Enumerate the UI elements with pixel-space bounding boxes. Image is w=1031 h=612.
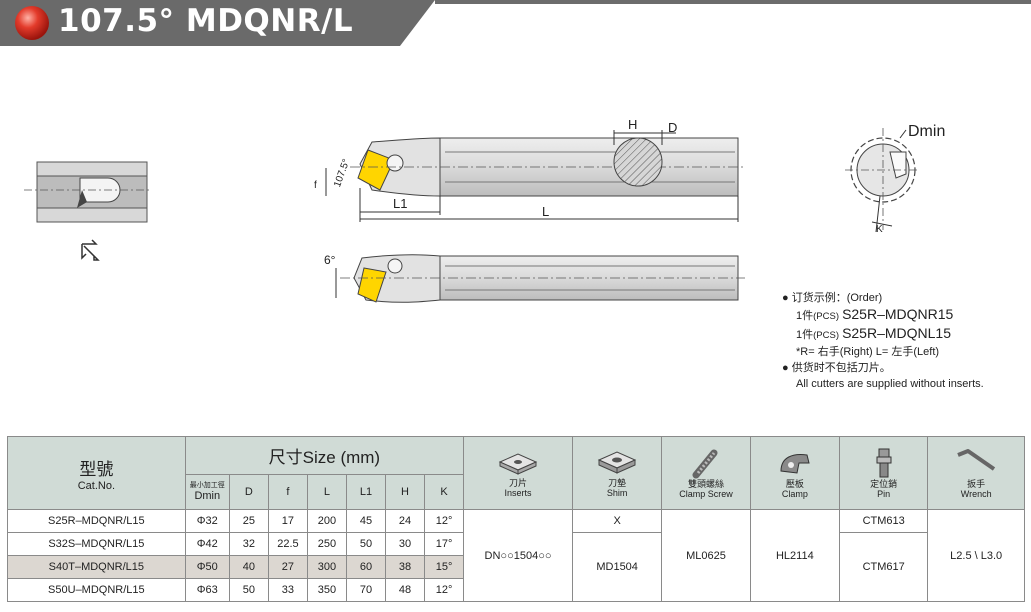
svg-text:6°: 6° [324, 253, 336, 267]
col-h: H [384, 474, 426, 510]
svg-text:L: L [542, 204, 549, 219]
clamp-value: HL2114 [749, 509, 841, 602]
shim-value-rest: MD1504 [571, 532, 663, 602]
wrench-value: L2.5 \ L3.0 [927, 509, 1025, 602]
svg-text:107.5°: 107.5° [332, 158, 352, 189]
bore-section-view [24, 161, 150, 223]
svg-text:H: H [628, 117, 637, 132]
insert-icon [498, 453, 538, 475]
col-l1: L1 [345, 474, 387, 510]
svg-text:D: D [668, 120, 677, 135]
clamp-icon [780, 454, 810, 474]
dmin-end-view: Dmin K [845, 123, 945, 235]
col-k: K [424, 474, 465, 510]
svg-text:f: f [314, 180, 317, 191]
shim-icon [597, 451, 637, 474]
page-title: 107.5° MDQNR/L [58, 3, 354, 39]
cat-header: 型號 Cat.No. [7, 436, 186, 510]
clamp-screw-icon [692, 449, 718, 479]
svg-text:L1: L1 [393, 196, 407, 211]
inserts-value: DN○○1504○○ [463, 509, 573, 602]
pin-value-rest: CTM617 [839, 532, 929, 602]
svg-text:K: K [876, 224, 883, 235]
size-header: 尺寸Size (mm) [184, 436, 465, 475]
title-tab [0, 0, 435, 46]
clamp-screw-value: ML0625 [661, 509, 751, 602]
red-ball-icon [15, 6, 49, 40]
top-rule [435, 0, 1031, 4]
pin-icon [876, 448, 892, 478]
svg-text:Dmin: Dmin [908, 123, 945, 140]
wrench-icon [957, 449, 996, 471]
side-view-tool: 6° [324, 253, 745, 303]
tool-drawing: H D f 107.5° L1 L 6° Dmin K [24, 117, 945, 303]
pin-value-1: CTM613 [839, 509, 929, 533]
direction-arrow-icon [81, 239, 100, 261]
col-l: L [306, 474, 347, 510]
order-heading: ● 订货示例：(Order) [782, 292, 883, 304]
top-view-tool: H D f 107.5° L1 L [314, 117, 745, 222]
shim-value-1: X [571, 509, 663, 533]
col-f: f [267, 474, 308, 510]
order-info: ● 订货示例：(Order) 1件(PCS) S25R–MDQNR15 1件(P… [782, 290, 1027, 392]
col-d: D [228, 474, 269, 510]
